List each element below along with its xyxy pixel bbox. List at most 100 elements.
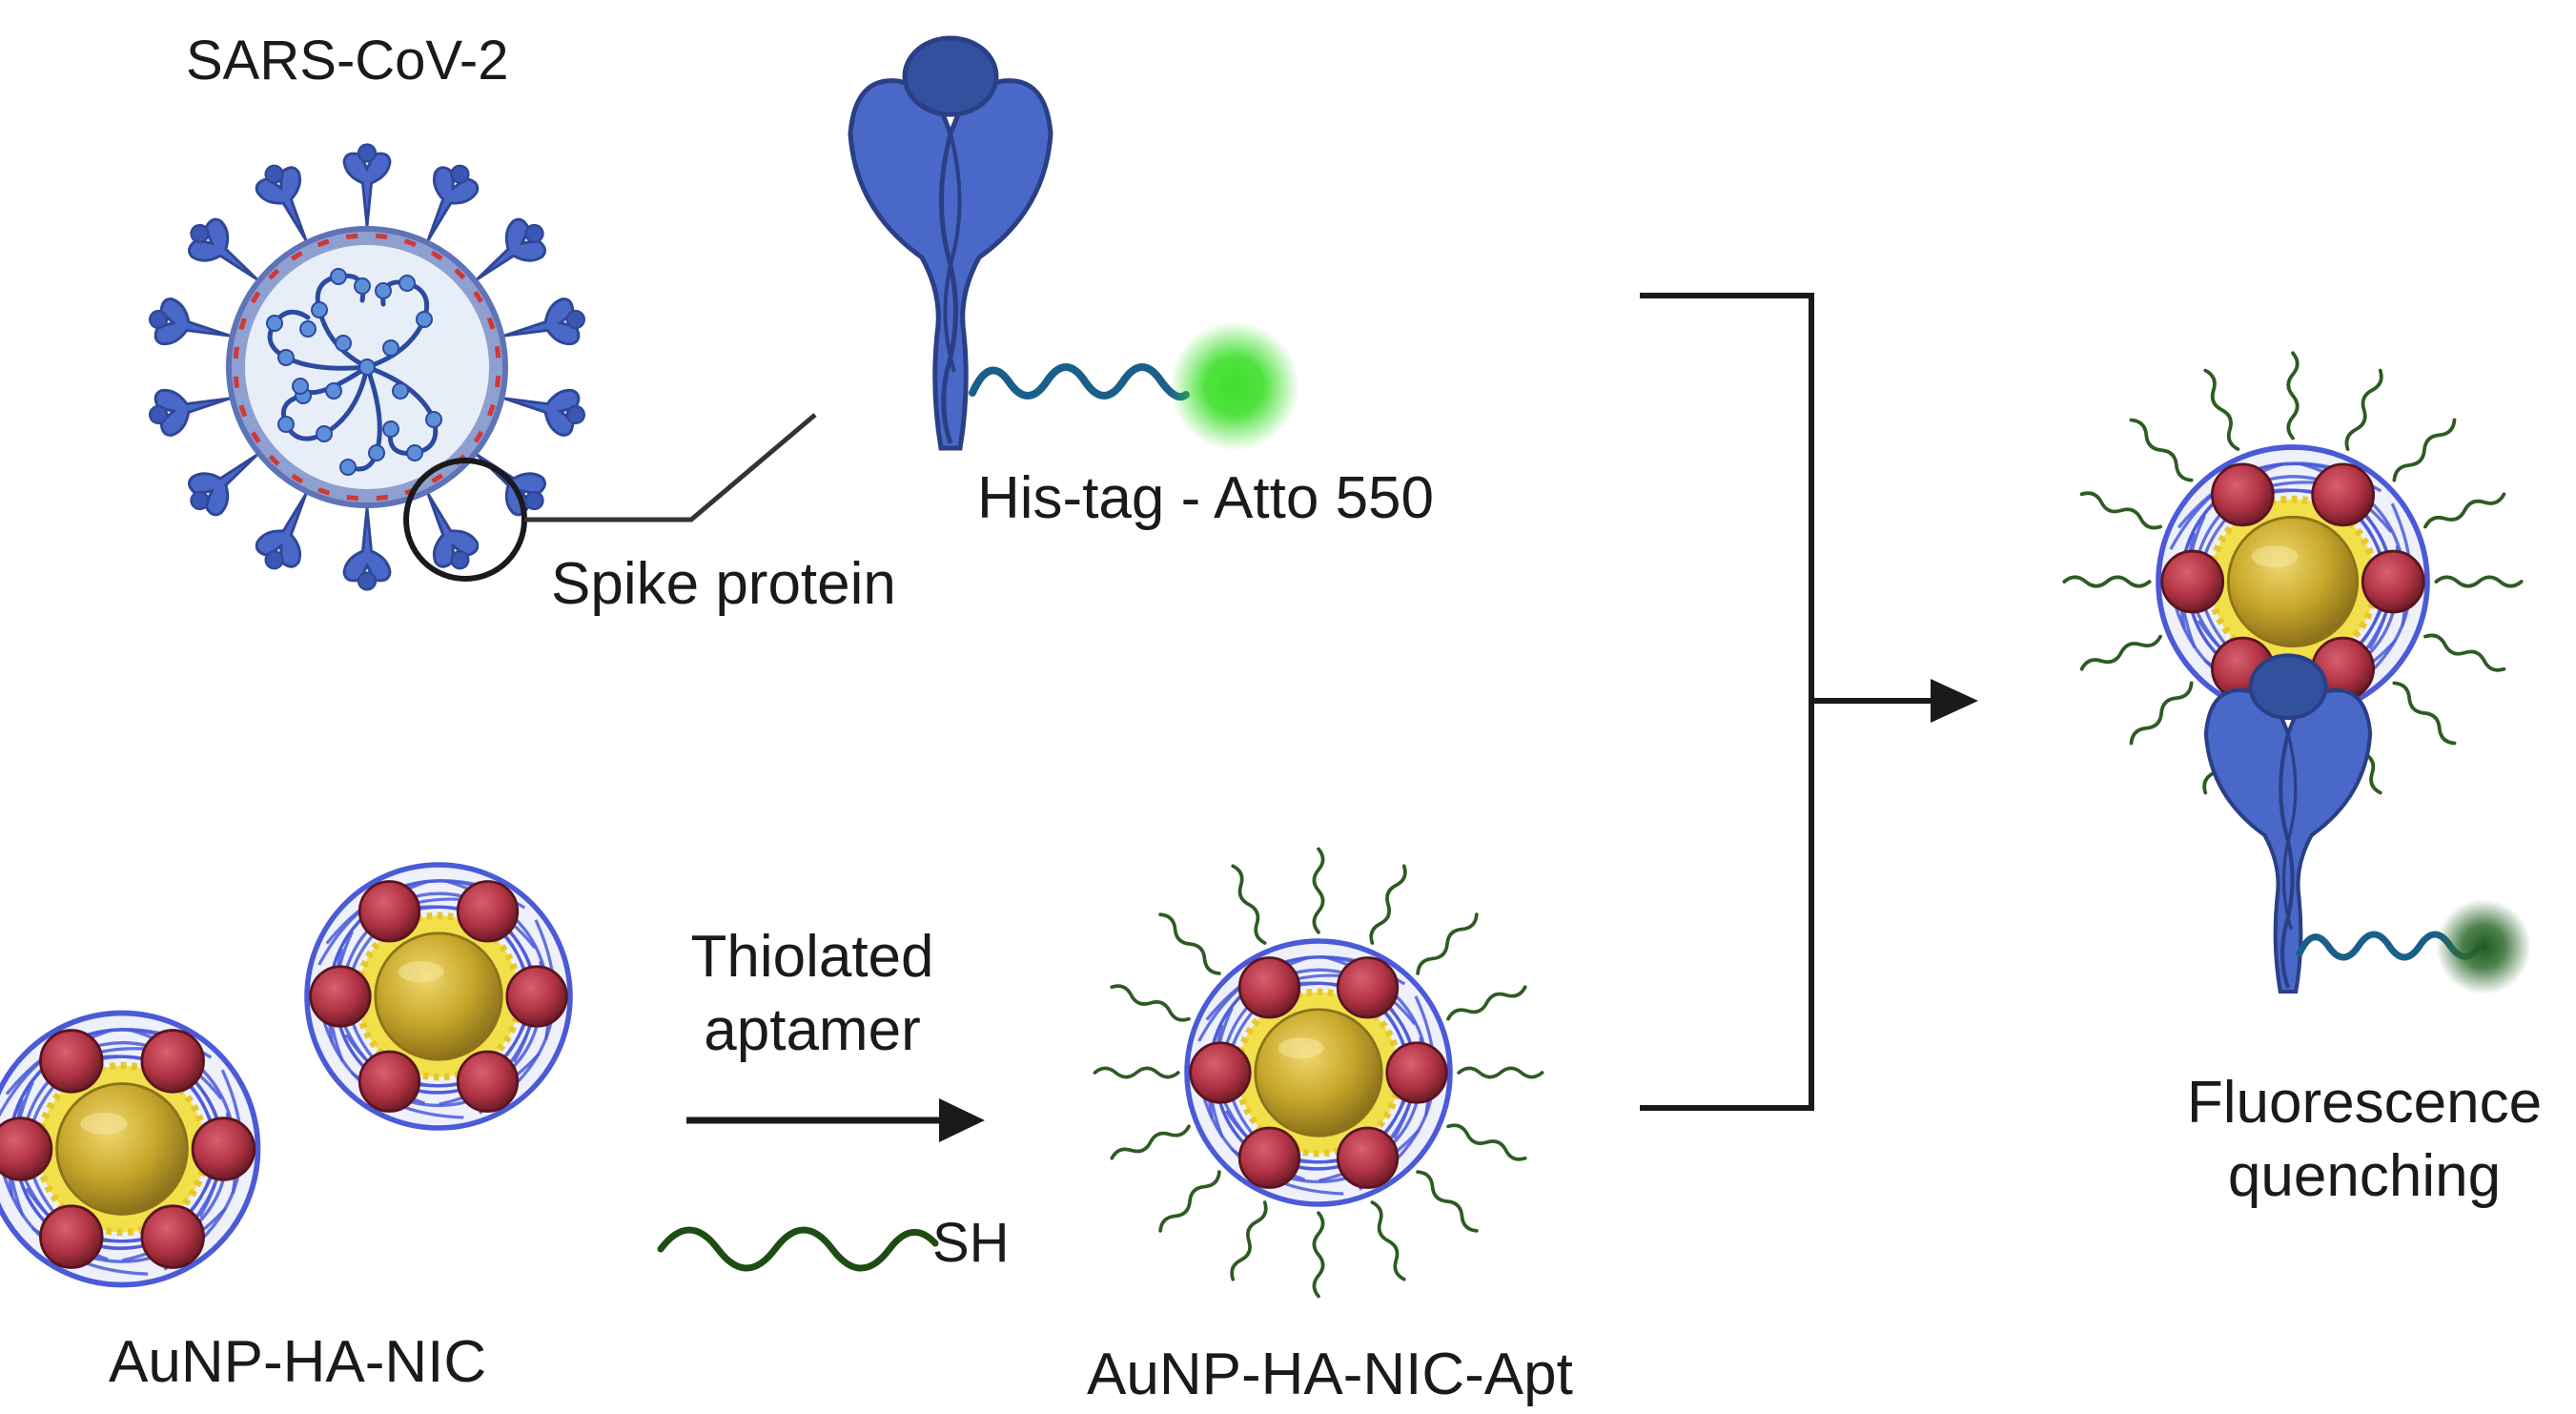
gold-core-icon: [1254, 1008, 1383, 1137]
virion-spike-icon: [406, 154, 486, 252]
label-quenching: quenching: [2227, 1143, 2502, 1209]
sars-cov-2-virion-icon: [143, 143, 591, 591]
nic-bead-icon: [505, 965, 568, 1028]
rna-node-mark: [399, 275, 416, 292]
aptamer-strand-mark: [2423, 492, 2506, 529]
nic-bead-icon: [1336, 1126, 1400, 1189]
nic-bead-icon: [309, 965, 372, 1028]
rna-node-mark: [330, 268, 347, 285]
membrane-protein-mark: [487, 403, 496, 417]
membrane-protein-mark: [431, 473, 444, 484]
aptamer-strand-mark: [1446, 985, 1527, 1021]
aptamer-strand-mark: [1416, 1170, 1479, 1233]
label-aunp-ha-nic: AuNP-HA-NIC: [109, 1329, 487, 1395]
membrane-protein-mark: [268, 268, 280, 280]
membrane-protein-mark: [233, 376, 240, 388]
gold-core-icon: [2226, 515, 2360, 648]
nic-bead-icon: [456, 1050, 520, 1113]
membrane-protein-mark: [250, 431, 261, 444]
nic-bead-icon: [39, 1029, 104, 1094]
aptamer-strand-mark: [1093, 1066, 1180, 1079]
virion-spike-icon: [248, 154, 328, 252]
virion-spike-icon: [406, 482, 486, 580]
aptamer-strand-mark: [1446, 1123, 1527, 1161]
rna-node-mark: [382, 339, 399, 357]
membrane-protein-mark: [268, 454, 280, 466]
membrane-protein-mark: [495, 375, 501, 388]
aunp-ha-nic-particle: [0, 1010, 261, 1288]
virion-spike-icon: [342, 506, 392, 591]
rna-node-mark: [339, 459, 357, 476]
nic-bead-icon: [1237, 1126, 1301, 1189]
rna-node-mark: [292, 378, 309, 395]
nic-bead-icon: [358, 880, 421, 943]
aptamer-strand-mark: [1370, 1200, 1406, 1281]
gold-core-icon: [374, 932, 503, 1061]
nic-bead-icon: [1385, 1041, 1448, 1104]
membrane-protein-mark: [430, 250, 443, 261]
rna-node-mark: [406, 444, 423, 461]
aptamer-strand-mark: [2392, 681, 2457, 746]
aunp-ha-nic-particle: [304, 862, 573, 1131]
aptamer-strand-mark: [2392, 418, 2457, 482]
aptamer-strand-mark: [2203, 368, 2240, 451]
nic-bead-icon: [39, 1204, 104, 1269]
membrane-protein-mark: [317, 487, 331, 496]
aptamer-strand-mark: [1369, 864, 1407, 945]
nic-bead-icon: [2361, 549, 2425, 614]
bound-complex-particle: [2062, 351, 2524, 812]
virion-spike-icon: [143, 294, 236, 359]
rna-node-mark: [335, 335, 352, 352]
label-sars-cov-2: SARS-CoV-2: [186, 30, 509, 92]
aptamer-strand-mark: [2129, 681, 2194, 746]
nic-bead-icon: [0, 1117, 53, 1181]
membrane-protein-mark: [291, 473, 304, 484]
aptamer-strand-mark: [2286, 351, 2300, 441]
label-aptamer: aptamer: [704, 997, 921, 1063]
thiolated-aptamer-strand: [657, 1226, 939, 1272]
rna-node-mark: [425, 411, 442, 428]
nic-bead-icon: [191, 1117, 256, 1181]
membrane-protein-mark: [290, 250, 303, 261]
gold-core-icon: [55, 1082, 189, 1216]
aptamer-strand-mark: [1110, 1124, 1191, 1160]
label-sh: SH: [932, 1212, 1010, 1274]
aptamer-strand-mark: [2434, 575, 2524, 588]
aptamer-strand-mark: [1110, 984, 1191, 1022]
aptamer-strand-mark: [1312, 1211, 1325, 1299]
virion-spike-icon: [248, 482, 328, 580]
aptamer-strand-mark: [2079, 634, 2162, 671]
membrane-protein-mark: [317, 238, 330, 248]
his-tag-linker: [969, 363, 1190, 401]
reaction-arrowhead: [939, 1098, 985, 1142]
spike-protein-icon: [850, 38, 1051, 448]
virion-spike-icon: [342, 143, 392, 228]
bound-spike-protein-icon: [2206, 655, 2370, 992]
aptamer-strand-mark: [1158, 912, 1221, 975]
rna-node-mark: [266, 315, 283, 332]
label-thiolated: Thiolated: [690, 924, 934, 990]
membrane-protein-mark: [238, 404, 248, 418]
aptamer-strand-mark: [1457, 1066, 1544, 1079]
membrane-protein-mark: [346, 495, 359, 502]
rna-node-mark: [354, 277, 371, 295]
membrane-protein-mark: [376, 494, 388, 502]
rna-node-mark: [299, 320, 317, 338]
rna-node-mark: [277, 416, 295, 433]
merge-bracket: [1640, 293, 1814, 1111]
rna-node-mark: [392, 382, 409, 400]
aptamer-strand-mark: [1416, 912, 1479, 975]
label-his-tag-atto-550: His-tag - Atto 550: [977, 465, 1435, 531]
nic-bead-icon: [1237, 956, 1301, 1019]
membrane-protein-mark: [233, 346, 239, 359]
rna-node-mark: [325, 382, 342, 400]
virion-spike-icon: [498, 294, 591, 359]
label-aunp-ha-nic-apt: AuNP-HA-NIC-Apt: [1087, 1342, 1573, 1407]
aptamer-strand-mark: [2129, 418, 2194, 482]
aptamer-strand-mark: [2344, 368, 2383, 451]
membrane-protein-mark: [494, 346, 501, 359]
membrane-protein-mark: [473, 290, 484, 303]
virion-spike-icon: [143, 375, 236, 441]
membrane-protein-mark: [454, 268, 466, 280]
nic-bead-icon: [2210, 462, 2275, 527]
